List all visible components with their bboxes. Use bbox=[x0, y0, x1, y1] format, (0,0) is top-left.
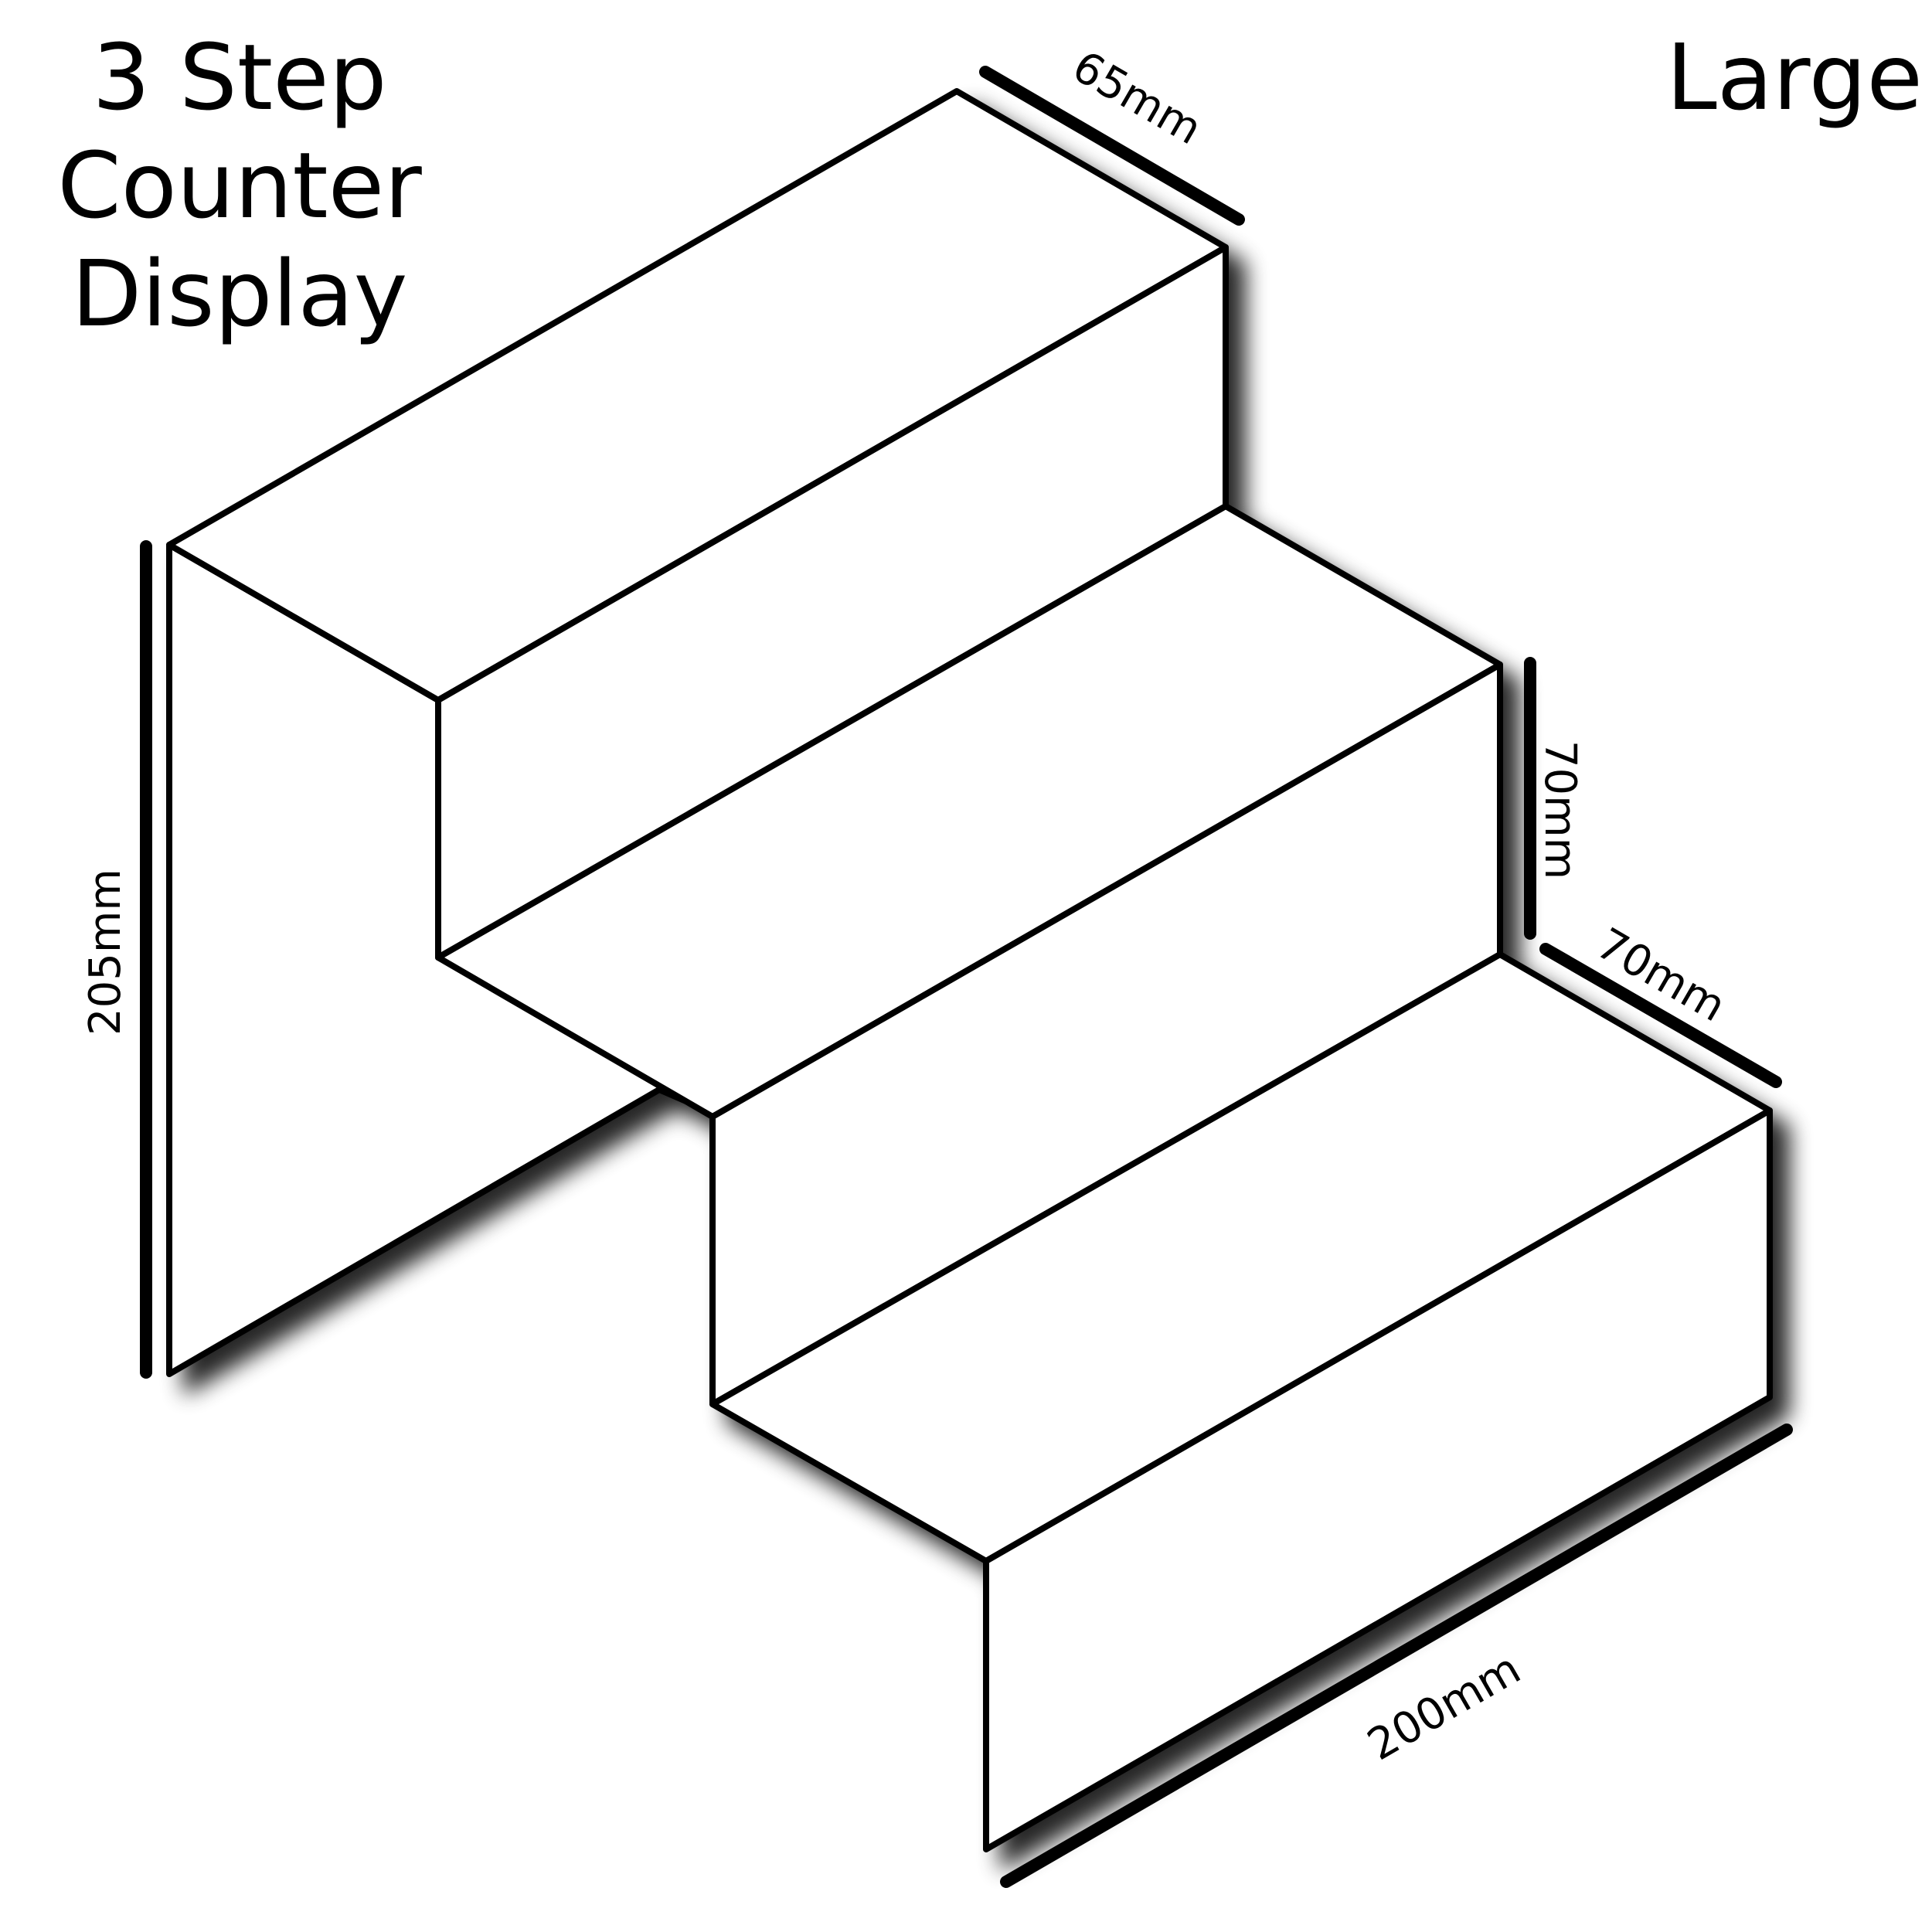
dimension-label-step-height: 70mm bbox=[1535, 740, 1585, 879]
size-label: Large bbox=[1666, 24, 1923, 131]
diagram-title: 3 Step Counter Display bbox=[15, 23, 464, 348]
title-line-2: Counter bbox=[57, 132, 422, 239]
title-line-1: 3 Step bbox=[92, 24, 387, 131]
dimension-label-step-depth: 65mm bbox=[1064, 42, 1210, 155]
bottom-step-riser bbox=[983, 1107, 1773, 1852]
dimension-label-total-height: 205mm bbox=[80, 869, 131, 1036]
dimension-line-step-depth bbox=[979, 66, 1245, 226]
dimension-line-width bbox=[1000, 1423, 1793, 1888]
title-line-3: Display bbox=[71, 240, 408, 347]
staircase-drawing bbox=[166, 88, 1773, 1852]
dimension-line-bottom-step-depth bbox=[1539, 943, 1782, 1088]
